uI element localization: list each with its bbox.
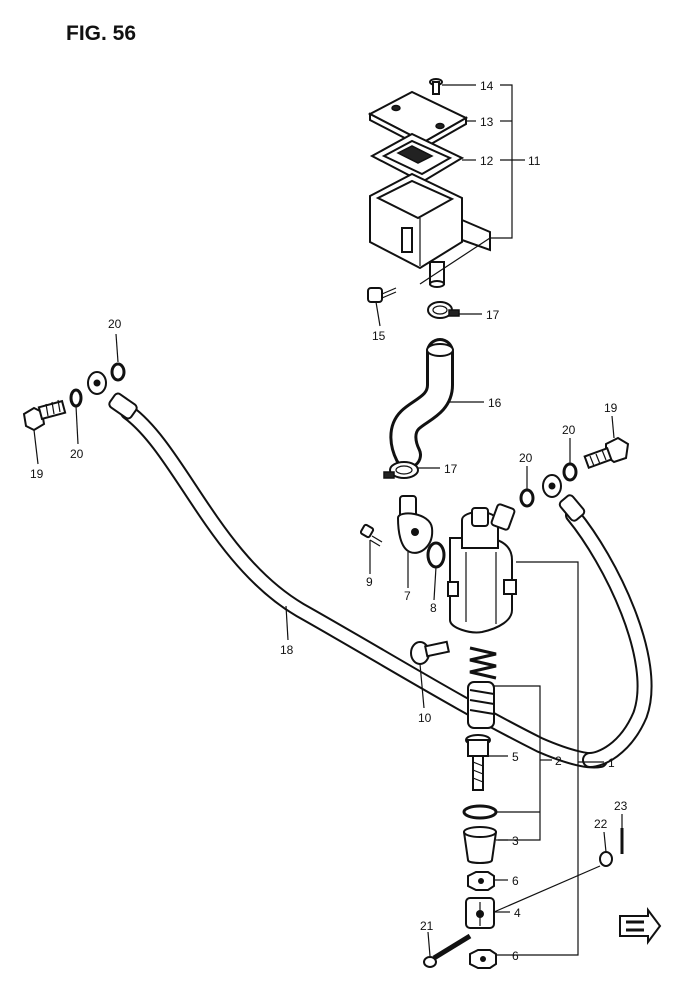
callout-4: 4 xyxy=(514,906,521,920)
front-arrow-icon xyxy=(619,907,662,945)
callout-20-left-bottom: 20 xyxy=(70,447,84,461)
callout-18: 18 xyxy=(280,643,294,657)
callout-14: 14 xyxy=(480,79,494,93)
o-ring-8 xyxy=(426,541,446,569)
callout-15: 15 xyxy=(372,329,386,343)
connector-7 xyxy=(396,495,434,554)
bolt-19-left xyxy=(22,399,67,432)
washer-20-left-a xyxy=(69,388,83,408)
washer-20-left-b xyxy=(110,362,126,382)
callout-17-lower: 17 xyxy=(444,462,458,476)
callout-5: 5 xyxy=(512,750,519,764)
callout-12: 12 xyxy=(480,154,494,168)
callout-20-left-top: 20 xyxy=(108,317,122,331)
screw-9 xyxy=(359,523,383,547)
callout-3: 3 xyxy=(512,834,519,848)
bolt-19-right xyxy=(583,436,630,470)
reservoir-body-11 xyxy=(369,172,491,288)
screw-15 xyxy=(367,287,397,303)
callout-1: 1 xyxy=(608,756,615,770)
boot-3 xyxy=(462,826,498,864)
reservoir-assembly xyxy=(367,78,491,303)
master-cylinder xyxy=(447,503,517,634)
reservoir-hose-16 xyxy=(389,338,454,469)
callout-22: 22 xyxy=(594,817,608,831)
nut-6-lower xyxy=(469,949,497,969)
screw-14 xyxy=(429,78,443,95)
washer-20-right-b xyxy=(519,488,535,508)
callout-10: 10 xyxy=(418,711,432,725)
callout-11: 11 xyxy=(528,154,541,168)
callout-20-right-b: 20 xyxy=(519,451,533,465)
leader-lines xyxy=(33,84,623,957)
push-rod-5 xyxy=(465,734,491,791)
diaphragm-12 xyxy=(369,132,465,184)
hose-right xyxy=(542,474,653,768)
callout-7: 7 xyxy=(404,589,411,603)
nut-6-upper xyxy=(467,871,495,891)
callout-labels: 14 13 12 11 15 17 20 16 19 20 19 20 20 1… xyxy=(30,79,628,963)
callout-20-right-a: 20 xyxy=(562,423,576,437)
callout-23: 23 xyxy=(614,799,628,813)
callout-19-right: 19 xyxy=(604,401,618,415)
clamp-17-lower xyxy=(383,461,419,479)
washer-20-right-a xyxy=(562,462,578,482)
callout-2: 2 xyxy=(555,754,562,768)
callout-6-lower: 6 xyxy=(512,949,519,963)
bolt-10 xyxy=(410,640,450,665)
hose-18 xyxy=(87,371,608,769)
callout-21: 21 xyxy=(420,919,434,933)
circlip xyxy=(462,804,498,820)
clamp-17-upper xyxy=(427,301,460,319)
callout-9: 9 xyxy=(366,575,373,589)
washer-22 xyxy=(599,851,613,867)
callout-6-upper: 6 xyxy=(512,874,519,888)
pin-21 xyxy=(423,933,472,968)
callout-17-upper: 17 xyxy=(486,308,500,322)
figure-title: FIG. 56 xyxy=(66,22,136,45)
callout-8: 8 xyxy=(430,601,437,615)
callout-19-left: 19 xyxy=(30,467,44,481)
clevis-4 xyxy=(465,897,495,929)
piston-spring xyxy=(467,646,497,729)
callout-16: 16 xyxy=(488,396,502,410)
callout-13: 13 xyxy=(480,115,494,129)
